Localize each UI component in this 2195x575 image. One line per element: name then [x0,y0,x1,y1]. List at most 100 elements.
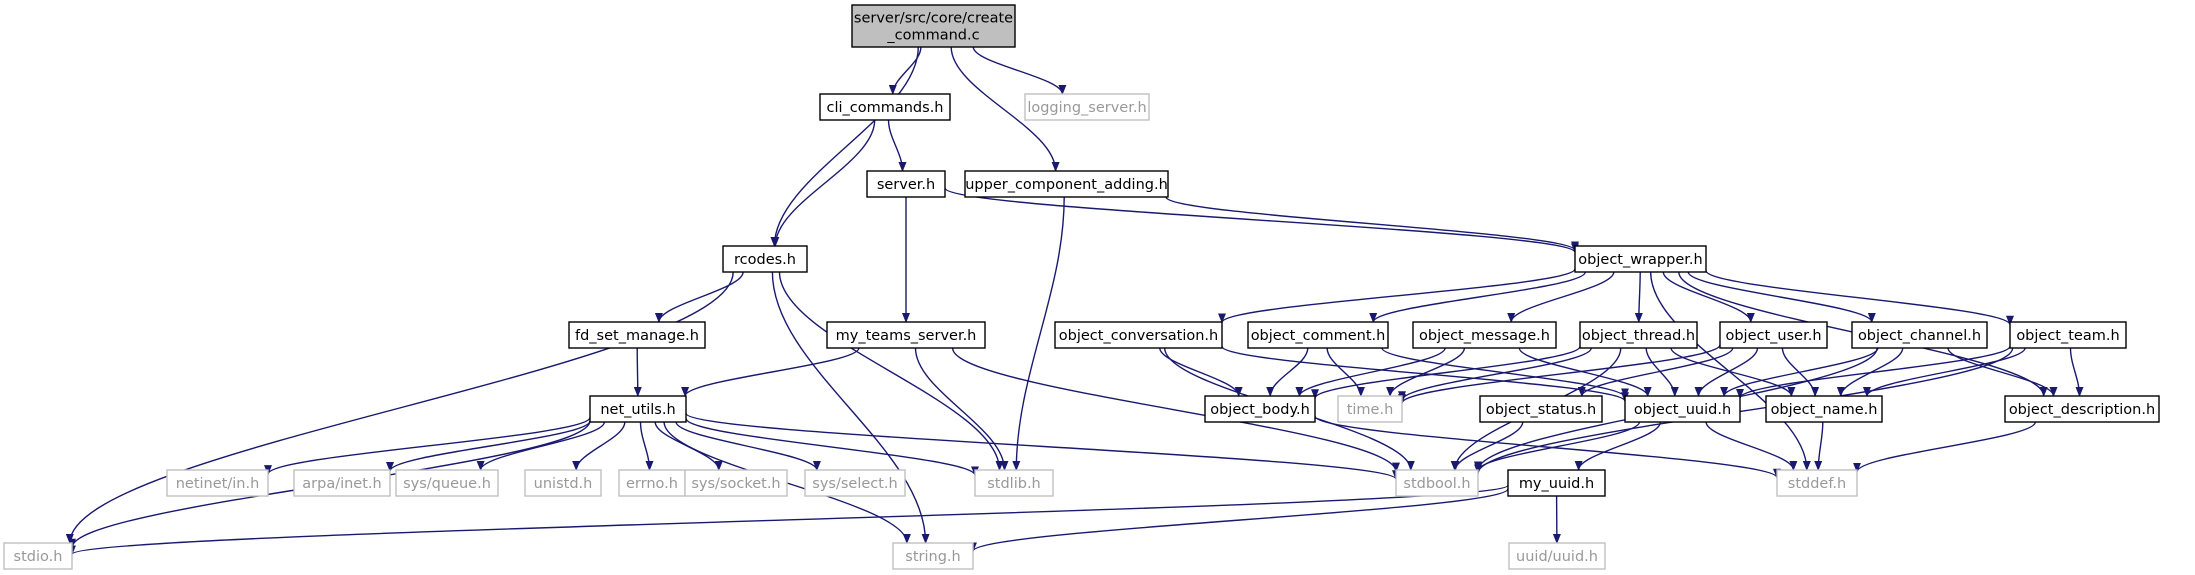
node-errno: errno.h [618,469,686,497]
node-label: object_thread.h [1582,328,1695,344]
node-box [1479,395,1603,423]
edge-object-team-to-object-description [2069,347,2084,397]
node-label: object_team.h [2016,328,2119,344]
edge-object-message-to-time-h [1386,347,1466,397]
node-label: upper_component_adding.h [965,177,1168,193]
node-box [964,170,1169,198]
node-unistd: unistd.h [524,469,602,497]
node-object-body[interactable]: object_body.h [1204,395,1316,423]
edge-net-utils-to-unistd [572,421,626,471]
node-label: cli_commands.h [826,100,943,116]
edge-object-user-to-object-uuid [1694,347,1759,397]
edge-object-channel-to-object-uuid [1720,347,1879,397]
node-box [722,245,808,273]
node-create-command[interactable]: server/src/core/create_command.c [851,4,1016,48]
node-label: my_uuid.h [1519,476,1594,492]
node-sys-select: sys/select.h [804,469,906,497]
edge-object-wrapper-to-object-conversation [1218,268,1576,324]
edge-net-utils-to-sys-select [675,421,821,471]
node-fd-set-manage[interactable]: fd_set_manage.h [568,321,706,349]
node-label: object_conversation.h [1059,328,1218,344]
node-box [1851,321,1988,349]
node-box [166,469,269,497]
node-box [1024,93,1150,121]
node-object-wrapper[interactable]: object_wrapper.h [1574,245,1707,273]
node-object-description[interactable]: object_description.h [2004,395,2160,423]
node-box [851,4,1016,48]
node-object-message[interactable]: object_message.h [1412,321,1557,349]
node-arpa-inet: arpa/inet.h [293,469,391,497]
edge-rcodes-to-stdio [65,271,734,544]
node-label: object_channel.h [1858,328,1981,344]
node-object-uuid[interactable]: object_uuid.h [1624,395,1741,423]
node-rcodes[interactable]: rcodes.h [722,245,808,273]
node-upper-component-adding[interactable]: upper_component_adding.h [964,170,1169,198]
nodes-layer: server/src/core/create_command.c cli_comm… [3,4,2160,570]
node-label: logging_server.h [1027,100,1146,116]
node-my-teams-server[interactable]: my_teams_server.h [826,321,986,349]
node-stddef: stddef.h [1776,469,1858,497]
edge-cli-commands-to-rcodes [771,119,876,247]
node-label: server.h [877,177,935,193]
node-label: netinet/in.h [176,476,260,492]
node-stdbool: stdbool.h [1395,469,1479,497]
node-box [618,469,686,497]
edge-upper-component-adding-to-object-wrapper [1165,196,1579,252]
node-label: errno.h [626,476,678,492]
node-label: sys/queue.h [403,476,491,492]
node-object-name[interactable]: object_name.h [1765,395,1883,423]
node-label: rcodes.h [734,252,796,268]
node-box [1247,321,1389,349]
edge-net-utils-to-errno [639,421,654,471]
node-label: object_status.h [1486,402,1596,418]
node-object-user[interactable]: object_user.h [1719,321,1828,349]
node-label: object_user.h [1725,328,1821,344]
node-box [892,542,974,570]
edge-object-team-to-object-uuid [1736,345,2011,399]
node-box [819,93,951,121]
edge-my-teams-server-to-stdlib [914,347,1009,471]
node-box [1337,395,1403,423]
node-sys-queue: sys/queue.h [395,469,499,497]
node-server-h[interactable]: server.h [866,170,946,198]
node-stdio: stdio.h [3,542,73,570]
node-box [1776,469,1858,497]
edge-object-team-to-stdbool [1474,347,2014,475]
edges-layer [65,46,2084,556]
node-box [1412,321,1557,349]
node-object-thread[interactable]: object_thread.h [1579,321,1698,349]
node-object-comment[interactable]: object_comment.h [1247,321,1389,349]
node-label: stddef.h [1788,476,1846,492]
node-box [1719,321,1828,349]
node-box [1204,395,1316,423]
node-box [589,395,687,423]
node-netinet-in: netinet/in.h [166,469,269,497]
node-label: fd_set_manage.h [575,328,699,344]
edge-net-utils-to-stdbool [685,412,1400,481]
edge-object-channel-to-object-description [1947,347,2058,397]
edge-object-uuid-to-stddef [1705,421,1798,471]
edge-cli-commands-to-server-h [887,119,907,172]
edge-rcodes-to-string-h [771,271,930,544]
node-net-utils[interactable]: net_utils.h [589,395,687,423]
node-box [568,321,706,349]
edge-object-conversation-to-object-body [1159,347,1243,397]
node-label: _command.c [886,28,979,44]
edge-my-teams-server-to-stdbool [951,347,1400,473]
node-object-team[interactable]: object_team.h [2009,321,2127,349]
node-box [1765,395,1883,423]
node-box [1508,542,1606,570]
node-object-channel[interactable]: object_channel.h [1851,321,1988,349]
node-my-uuid[interactable]: my_uuid.h [1507,469,1606,497]
node-object-status[interactable]: object_status.h [1479,395,1603,423]
edge-object-wrapper-to-object-channel [1687,271,1876,323]
edge-object-comment-to-time-h [1326,347,1365,397]
node-object-conversation[interactable]: object_conversation.h [1054,321,1223,349]
node-label: stdlib.h [987,476,1041,492]
node-sys-socket: sys/socket.h [684,469,788,497]
edge-object-thread-to-object-name [1670,347,1796,397]
node-label: time.h [1347,402,1394,418]
node-cli-commands[interactable]: cli_commands.h [819,93,951,121]
node-label: arpa/inet.h [302,476,381,492]
